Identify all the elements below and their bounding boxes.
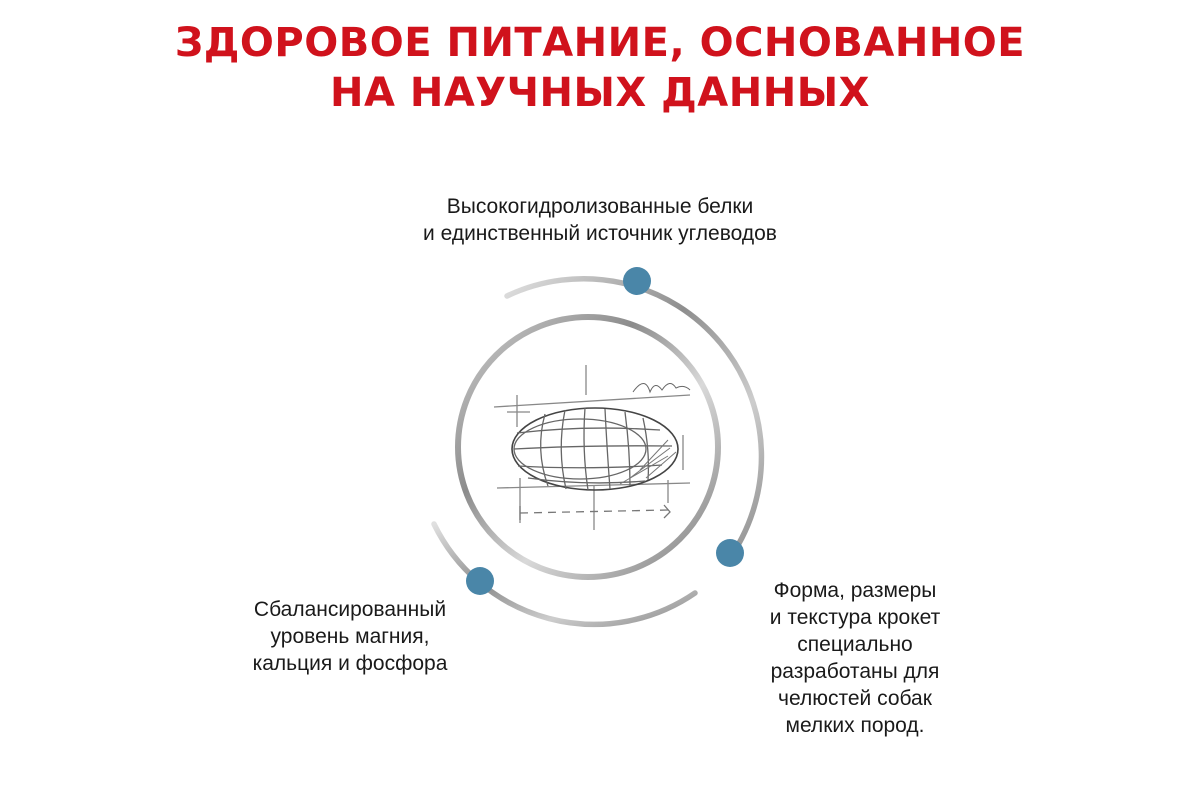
feature-dot-top: [623, 267, 651, 295]
caption-left-line: уровень магния,: [270, 625, 430, 648]
feature-dot-right: [716, 539, 744, 567]
caption-left-line: Сбалансированный: [253, 598, 447, 621]
caption-left-line: кальция и фосфора: [252, 652, 448, 675]
caption-right-line: специально: [797, 633, 913, 656]
inner-ring: [455, 314, 721, 580]
caption-right-line: разработаны для: [770, 660, 940, 683]
feature-caption-left: Сбалансированный уровень магния, кальция…: [200, 596, 500, 677]
page-title: ЗДОРОВОЕ ПИТАНИЕ, ОСНОВАННОЕ НА НАУЧНЫХ …: [0, 18, 1200, 118]
feature-caption-right: Форма, размеры и текстура крокет специал…: [720, 577, 990, 739]
caption-right-line: мелких пород.: [785, 714, 925, 737]
caption-right-line: и текстура крокет: [769, 606, 941, 629]
feature-dot-left: [466, 567, 494, 595]
caption-right-line: Форма, размеры: [773, 579, 937, 602]
outer-arc-right: [504, 276, 765, 565]
title-line-2: НА НАУЧНЫХ ДАННЫХ: [330, 70, 870, 116]
feature-caption-top: Высокогидролизованные белки и единственн…: [380, 193, 820, 247]
caption-right-line: челюстей собак: [778, 687, 932, 710]
title-line-1: ЗДОРОВОЕ ПИТАНИЕ, ОСНОВАННОЕ: [174, 20, 1026, 66]
caption-top-line: Высокогидролизованные белки: [446, 195, 754, 218]
kibble-sketch-icon: [493, 365, 691, 530]
outer-arc-left: [431, 521, 698, 628]
caption-top-line: и единственный источник углеводов: [423, 222, 777, 245]
